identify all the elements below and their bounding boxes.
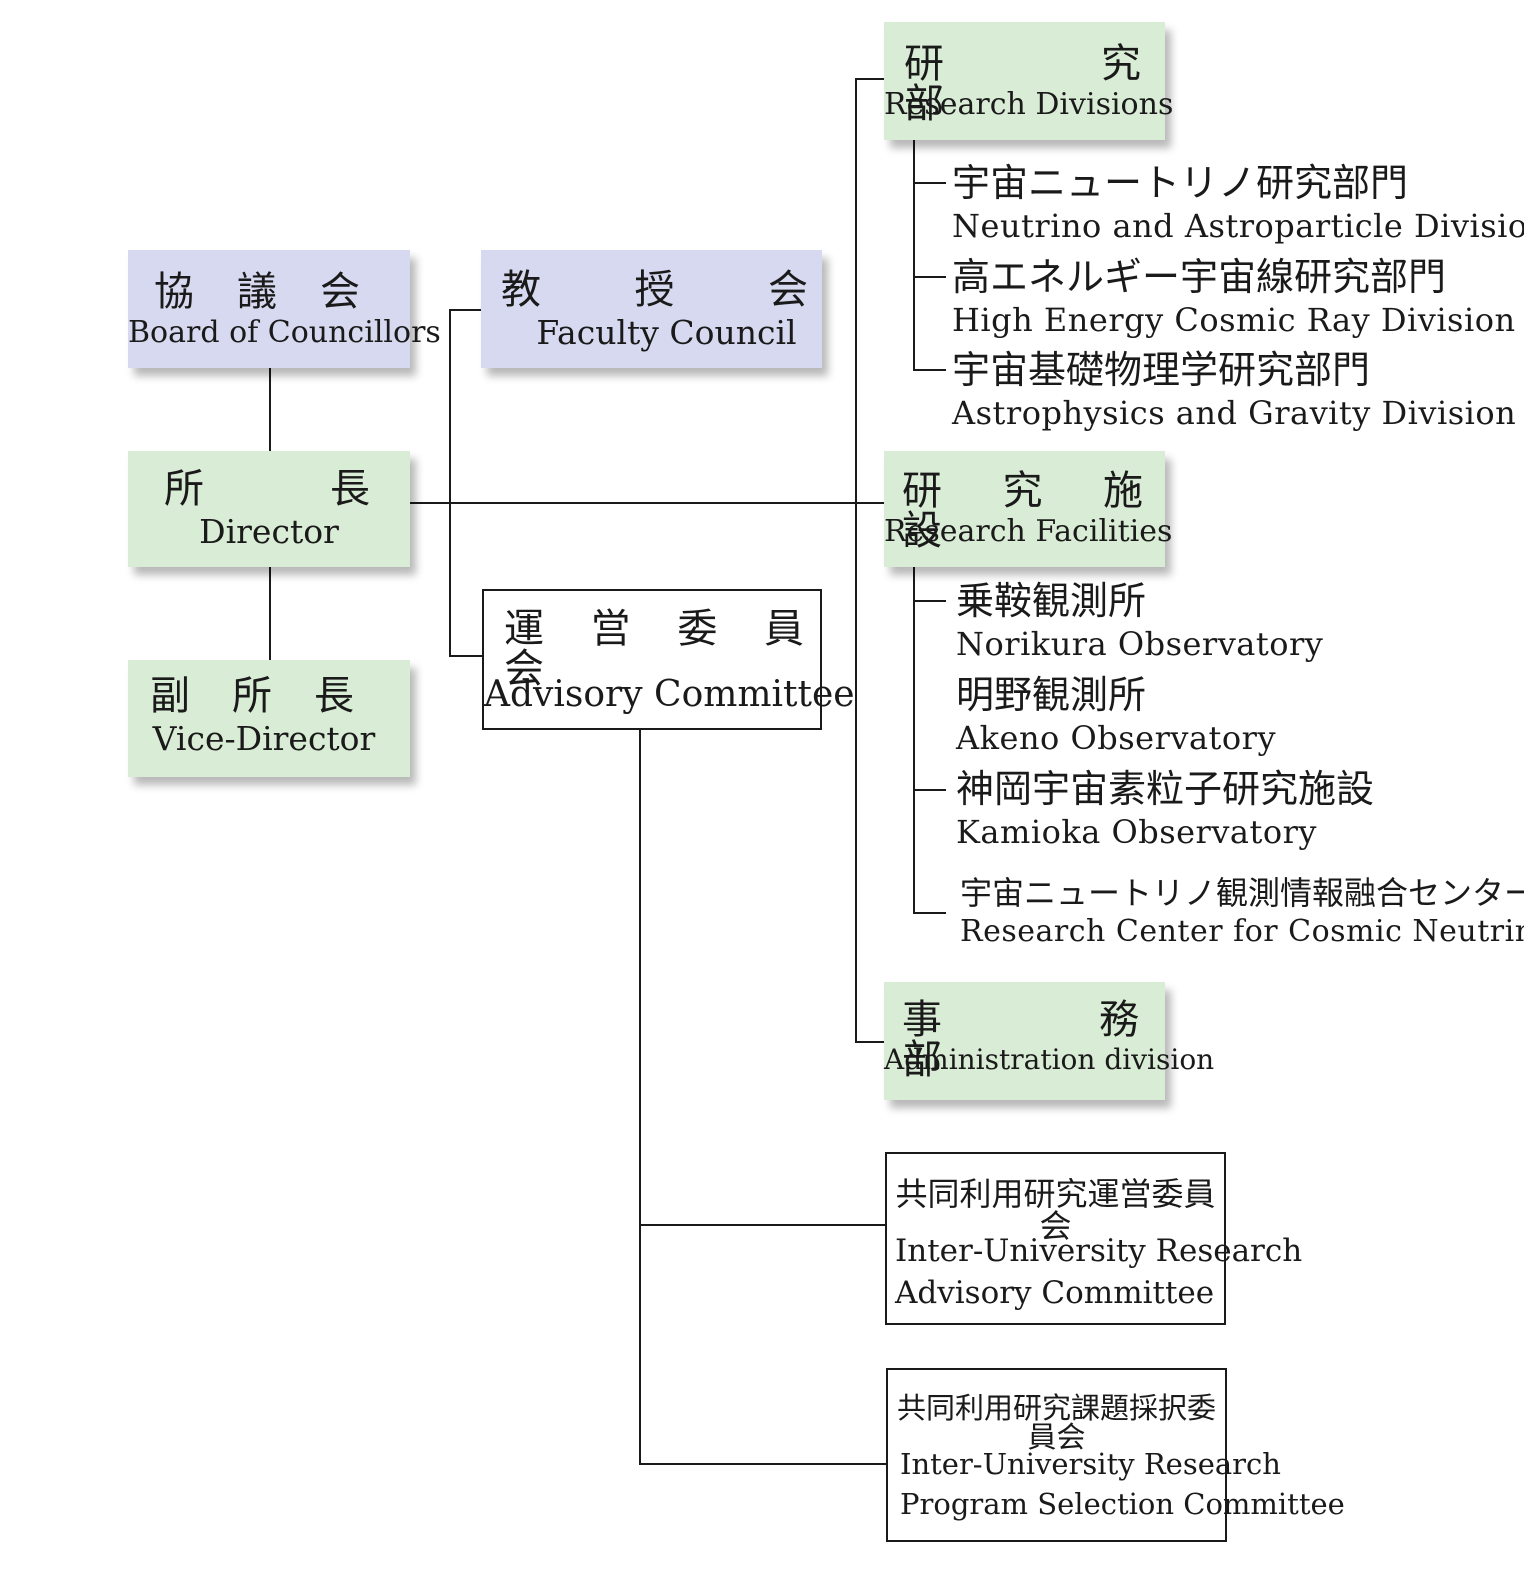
administration-en-label: Administration division (884, 1043, 1215, 1076)
tick-division-1 (913, 182, 946, 184)
tick-facility-3 (913, 789, 946, 791)
tick-facility-1 (913, 600, 946, 602)
advisory-committee-box: 運 営 委 員 会 Advisory Committee (482, 589, 855, 730)
division-item-jp: 高エネルギー宇宙線研究部門 (952, 255, 1447, 299)
research-divisions-box: 研 究 部 Research Divisions (884, 22, 1221, 140)
division-item-jp: 宇宙ニュートリノ研究部門 (952, 161, 1409, 205)
program-selection-box: 共同利用研究課題採択委員会 Inter-University Research … (886, 1368, 1345, 1542)
program-selection-en-line1: Inter-University Research (900, 1447, 1281, 1481)
facility-item-jp: 乗鞍観測所 (956, 579, 1147, 623)
facility-item-norikura: 乗鞍観測所 Norikura Observatory (956, 582, 1323, 660)
administration-jp-label: 事 務 部 (902, 997, 1219, 1083)
facility-item-en: Norikura Observatory (956, 625, 1324, 663)
division-item-neutrino: 宇宙ニュートリノ研究部門 Neutrino and Astroparticle … (952, 164, 1524, 242)
inter-university-advisory-en-line1: Inter-University Research (895, 1233, 1303, 1269)
facility-item-kamioka: 神岡宇宙素粒子研究施設 Kamioka Observatory (956, 770, 1374, 848)
vice-director-en-label: Vice-Director (152, 719, 376, 758)
facility-item-en: Kamioka Observatory (956, 813, 1317, 851)
line-to-program-selection (639, 1463, 887, 1465)
vice-director-jp-label: 副 所 長 (150, 673, 354, 719)
division-item-en: Astrophysics and Gravity Division (952, 394, 1517, 432)
line-council-trunk (449, 309, 451, 657)
research-facilities-jp-label: 研 究 施 設 (902, 468, 1183, 554)
line-to-faculty (449, 309, 481, 311)
advisory-en-label: Advisory Committee (484, 674, 855, 715)
line-divisions-trunk (913, 140, 915, 371)
division-item-en: High Energy Cosmic Ray Division (952, 301, 1516, 339)
program-selection-jp-label: 共同利用研究課題採択委員会 (896, 1391, 1216, 1454)
director-jp-label: 所 長 (164, 466, 370, 512)
line-advisory-trunk (639, 730, 641, 1465)
faculty-jp-label: 教 授 会 (501, 267, 808, 313)
line-right-trunk (855, 78, 857, 1043)
inter-university-advisory-box: 共同利用研究運営委員会 Inter-University Research Ad… (885, 1152, 1303, 1325)
tick-facility-4 (913, 912, 946, 914)
line-facilities-trunk (913, 567, 915, 914)
facility-item-cosmic-neutrinos: 宇宙ニュートリノ観測情報融合センター Research Center for C… (960, 877, 1524, 947)
inter-university-advisory-jp-label: 共同利用研究運営委員会 (895, 1175, 1216, 1245)
vice-director-box: 副 所 長 Vice-Director (128, 660, 410, 777)
facility-item-jp: 神岡宇宙素粒子研究施設 (956, 767, 1375, 811)
program-selection-en-line2: Program Selection Committee (900, 1487, 1345, 1521)
facility-item-jp: 明野観測所 (956, 673, 1147, 717)
administration-box: 事 務 部 Administration division (884, 982, 1219, 1100)
line-to-administration (855, 1041, 885, 1043)
line-director-main (410, 502, 885, 504)
facility-item-en: Akeno Observatory (956, 719, 1277, 757)
division-item-jp: 宇宙基礎物理学研究部門 (952, 348, 1371, 392)
division-item-en: Neutrino and Astroparticle Division (952, 207, 1524, 245)
line-board-director (269, 368, 271, 451)
research-divisions-jp-label: 研 究 部 (904, 41, 1221, 127)
research-facilities-en-label: Research Facilities (884, 514, 1173, 549)
line-director-vice (269, 567, 271, 660)
director-box: 所 長 Director (128, 451, 410, 567)
facility-item-akeno: 明野観測所 Akeno Observatory (956, 676, 1276, 754)
facility-item-en: Research Center for Cosmic Neutrinos (960, 914, 1524, 949)
line-to-inter-university (639, 1224, 886, 1226)
advisory-jp-label: 運 営 委 員 会 (504, 606, 844, 692)
board-jp-label: 協 議 会 (154, 269, 360, 315)
line-to-advisory (449, 655, 482, 657)
facility-item-jp: 宇宙ニュートリノ観測情報融合センター (960, 874, 1524, 912)
board-en-label: Board of Councillors (128, 315, 441, 350)
director-en-label: Director (199, 512, 339, 551)
faculty-council-box: 教 授 会 Faculty Council (481, 250, 822, 368)
division-item-high-energy: 高エネルギー宇宙線研究部門 High Energy Cosmic Ray Div… (952, 258, 1516, 336)
tick-division-3 (913, 369, 946, 371)
tick-division-2 (913, 276, 946, 278)
research-divisions-en-label: Research Divisions (884, 87, 1174, 122)
division-item-astrophysics: 宇宙基礎物理学研究部門 Astrophysics and Gravity Div… (952, 351, 1516, 429)
board-of-councillors-box: 協 議 会 Board of Councillors (128, 250, 441, 368)
research-facilities-box: 研 究 施 設 Research Facilities (884, 451, 1183, 567)
inter-university-advisory-en-line2: Advisory Committee (895, 1275, 1215, 1311)
line-to-research-divisions (855, 78, 885, 80)
faculty-en-label: Faculty Council (536, 313, 797, 352)
